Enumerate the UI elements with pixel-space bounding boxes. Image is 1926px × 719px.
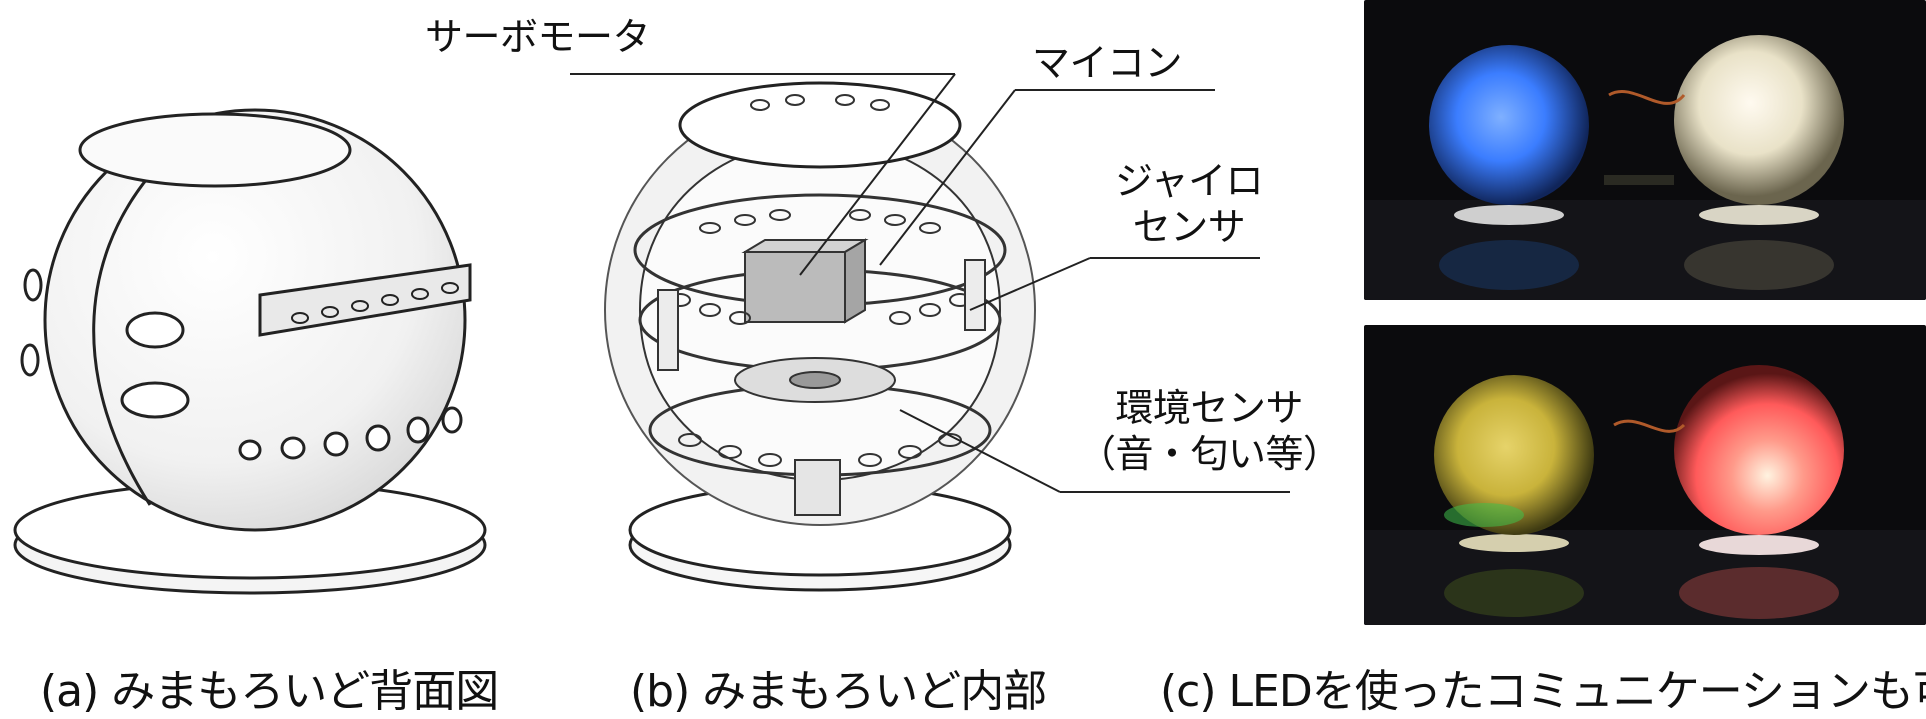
caption-internal-view: (b) みまもろいど内部 [630, 666, 1047, 717]
rear-view-drawing [13, 108, 487, 595]
photo-led-yellow-red [1364, 325, 1926, 625]
label-environment-sensor: 環境センサ （音・匂い等） [1078, 385, 1341, 477]
label-gyro-sensor: ジャイロ センサ [1115, 158, 1264, 250]
caption-led-communication: (c) LEDを使ったコミュニケーションも可能 [1160, 666, 1926, 717]
label-env-line1: 環境センサ [1115, 386, 1304, 430]
label-env-line2: （音・匂い等） [1078, 432, 1341, 476]
photo-bottom-render [1364, 325, 1926, 625]
label-gyro-line2: センサ [1132, 205, 1246, 249]
label-microcontroller: マイコン [1032, 41, 1183, 85]
label-gyro-line1: ジャイロ [1115, 159, 1264, 203]
photo-top-render [1364, 0, 1926, 300]
panel-internal-view [570, 0, 1310, 717]
label-servo-motor: サーボモータ [425, 15, 651, 59]
internal-view-drawing [570, 73, 1290, 592]
photo-led-blue-white [1364, 0, 1926, 300]
callout-lines [570, 73, 1290, 493]
panel-rear-view [0, 0, 500, 717]
caption-rear-view: (a) みまもろいど背面図 [40, 666, 499, 717]
